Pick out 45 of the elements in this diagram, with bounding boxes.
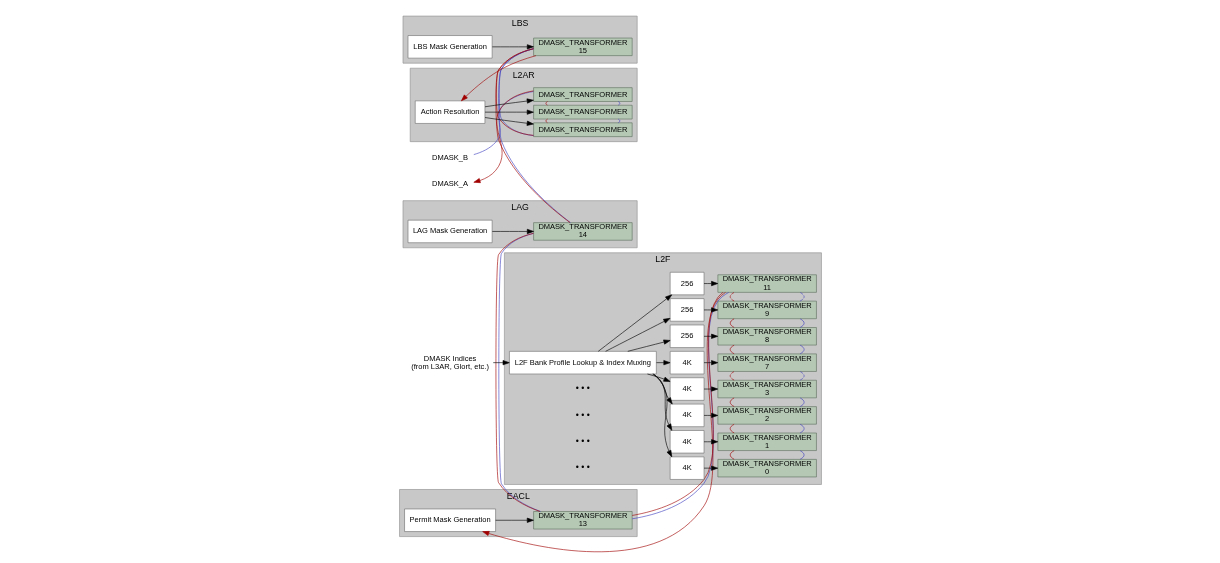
- arrow: [484, 98, 534, 108]
- arrow: [492, 360, 510, 366]
- arrow: [604, 318, 670, 352]
- arrow: [652, 373, 672, 431]
- arrow: [653, 373, 672, 458]
- arrow: [484, 117, 534, 126]
- connector: [799, 371, 804, 381]
- arrow: [473, 90, 534, 183]
- arrow: [484, 109, 534, 115]
- arrow: [703, 412, 718, 418]
- connector: [473, 91, 534, 155]
- connector: [729, 424, 734, 434]
- arrow: [494, 517, 534, 523]
- connector: [799, 344, 804, 355]
- connector: [799, 424, 804, 434]
- arrow: [460, 55, 536, 102]
- arrow: [597, 294, 672, 352]
- arrow: [703, 281, 718, 287]
- label: • • •: [575, 436, 590, 447]
- connector: [729, 292, 734, 302]
- label: • • •: [575, 383, 590, 394]
- arrow: [651, 373, 673, 405]
- arrow: [655, 360, 670, 366]
- label: • • •: [575, 409, 590, 420]
- connector: [729, 450, 734, 460]
- arrow: [703, 333, 718, 339]
- arrow: [481, 292, 726, 553]
- arrow: [703, 465, 718, 471]
- arrow: [491, 44, 534, 50]
- label: • • •: [575, 462, 590, 473]
- arrow: [646, 373, 670, 382]
- arrow: [703, 307, 718, 313]
- arrow: [703, 386, 718, 392]
- connector: [799, 450, 804, 460]
- arrow: [703, 439, 718, 445]
- arrow: [703, 360, 718, 366]
- arrow: [491, 228, 534, 234]
- connector: [799, 397, 804, 407]
- connector: [617, 118, 620, 124]
- connector: [617, 101, 620, 106]
- connector: [729, 318, 734, 328]
- connector: [729, 344, 734, 355]
- arrow: [626, 339, 670, 352]
- connector: [799, 318, 804, 328]
- connector: [799, 292, 804, 302]
